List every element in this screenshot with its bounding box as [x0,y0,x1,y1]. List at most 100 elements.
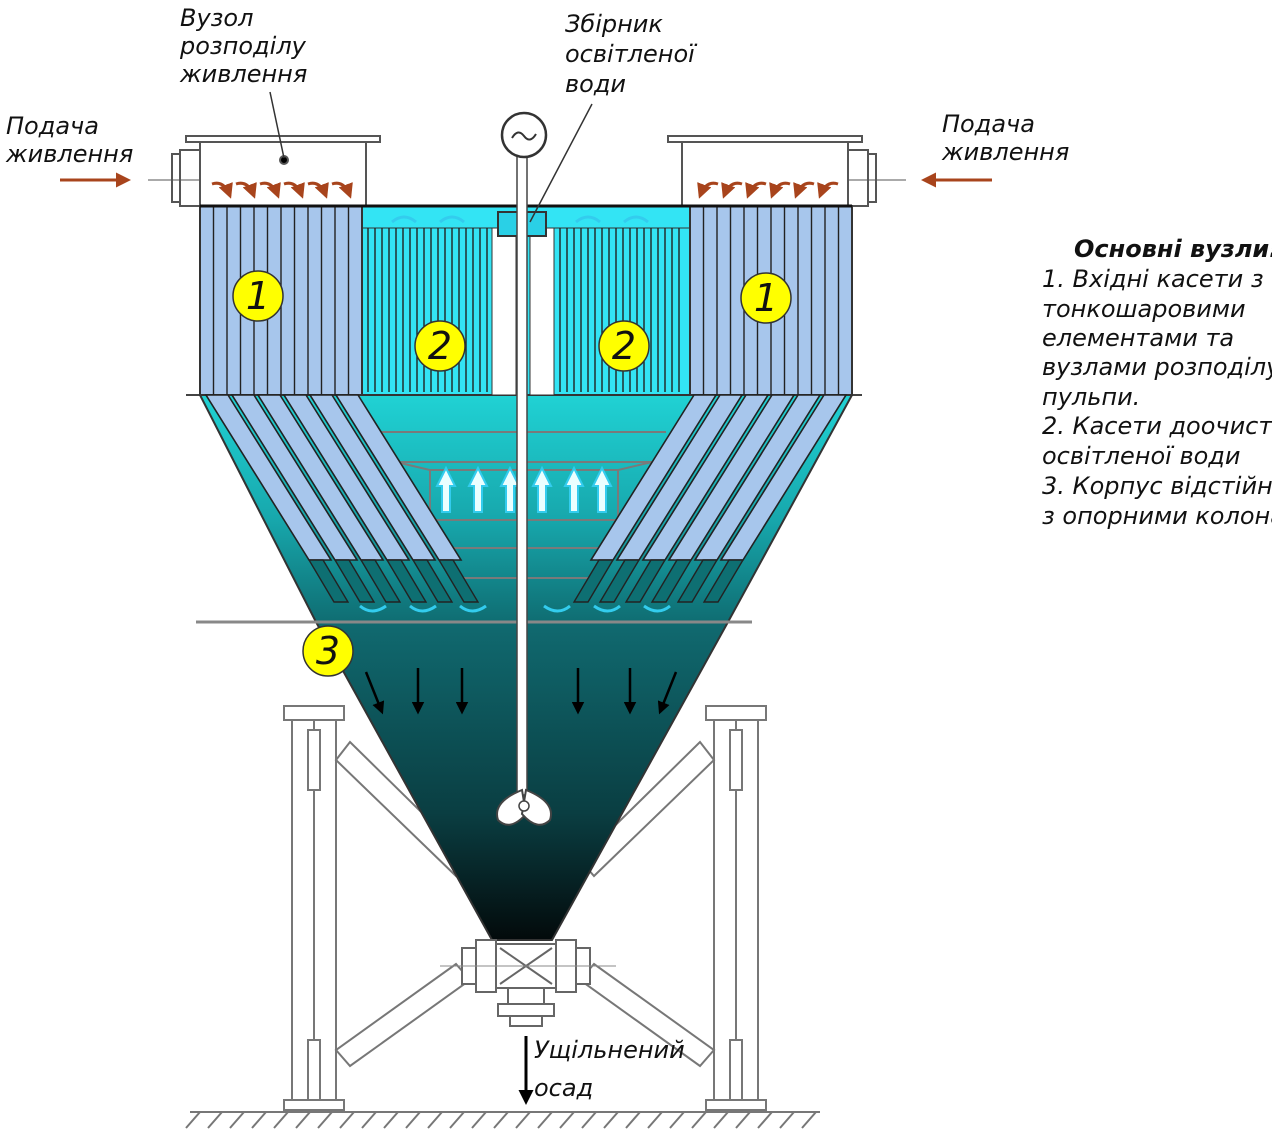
bottom-valve [440,939,616,1027]
inclined-plate-tip [702,559,745,603]
svg-text:2: 2 [612,324,636,368]
feed-curve-arrow [211,181,233,199]
flow-arrow [543,604,571,613]
inclined-plate [282,394,411,561]
inclined-plate-tip [385,559,428,603]
inclined-plate-tip [411,559,454,603]
inclined-plate [334,394,463,561]
feed-curve-arrow [817,181,839,199]
feed-curve-arrow [235,181,257,199]
svg-text:3: 3 [316,629,340,673]
svg-text:Ущільнений: Ущільнений [534,1036,685,1064]
marker-1-left: 1 [232,270,284,322]
upflow-arrow [467,465,489,513]
svg-text:живлення: живлення [179,60,307,88]
feed-curve-arrow [769,181,791,199]
inclined-plate [693,394,822,561]
svg-text:води: води [565,70,626,98]
legend-line: з опорними колонами [1042,502,1272,530]
inclined-plate [641,394,770,561]
flow-arrow [623,215,649,224]
sludge-label: Ущільнений осад [534,1036,685,1102]
upflow-arrow [531,465,553,513]
bottom-flow-arrows [359,215,671,613]
legend-line: вузлами розподілу [1042,353,1272,381]
down-arrow [657,671,678,715]
legend-line: тонкошаровими [1042,295,1246,323]
inclined-plate-tip [437,559,480,603]
legend-line: елементами та [1042,324,1234,352]
inclined-plate-tip [307,559,350,603]
flow-arrow [593,604,621,613]
feed-curve-arrow [793,181,815,199]
legend-line: 2. Касети доочистки [1042,412,1272,440]
svg-text:розподілу: розподілу [179,32,307,60]
legend-line: 3. Корпус відстійника [1042,472,1272,500]
inclined-plate [719,394,848,561]
svg-text:освітленої: освітленої [565,40,698,68]
inclined-plate [308,394,437,561]
inclined-plate [204,394,333,561]
down-arrow [364,671,385,715]
feed-curve-arrow [259,181,281,199]
feed-curve-arrow [745,181,767,199]
svg-text:1: 1 [246,274,270,318]
svg-text:1: 1 [754,276,778,320]
stirrer [496,111,552,826]
svg-text:Подача: Подача [942,110,1035,138]
feed-left-label: Подача живлення [5,112,133,168]
legend: Основні вузли: 1. Вхідні касети з тонкош… [1042,235,1272,530]
upflow-arrow [563,465,585,513]
feed-distribution-arrows-left [211,181,353,199]
feed-node-leader [269,91,285,159]
flow-arrow [459,604,487,613]
upflow-arrows [435,465,613,513]
inclined-plate-tip [359,559,402,603]
legend-line: пульпи. [1042,383,1140,411]
upflow-arrow [435,465,457,513]
svg-text:живлення: живлення [941,138,1069,166]
svg-text:2: 2 [428,324,452,368]
collector-label: Збірник освітленої води [565,10,698,98]
inclined-plate [589,394,718,561]
feed-curve-arrow [721,181,743,199]
svg-text:живлення: живлення [5,140,133,168]
inclined-plates-left [204,394,480,603]
flow-arrow [575,215,601,224]
inclined-plate-tip [572,559,615,603]
sediment-down-arrows [364,668,678,715]
inclined-plate-tip [650,559,693,603]
svg-text:Збірник: Збірник [565,10,663,38]
feed-right-label: Подача живлення [941,110,1069,166]
inclined-plate-tip [333,559,376,603]
marker-2-right: 2 [598,320,650,372]
flow-arrow [643,604,671,613]
inclined-plate-tip [676,559,719,603]
feed-node-label: Вузол розподілу живлення [179,4,307,88]
inclined-plate [230,394,359,561]
marker-1-right: 1 [740,272,792,324]
marker-2-left: 2 [414,320,466,372]
legend-title: Основні вузли: [1074,235,1272,263]
inclined-plates-right [572,394,848,603]
svg-text:осад: осад [534,1074,593,1102]
upflow-arrow [591,465,613,513]
flow-arrow [391,215,417,224]
feed-curve-arrow [697,181,719,199]
ground [185,1111,820,1129]
flow-arrow [409,604,437,613]
inclined-plate-tip [624,559,667,603]
upflow-arrow [499,465,521,513]
flow-arrow [439,215,465,224]
legend-line: 1. Вхідні касети з [1042,265,1264,293]
feed-curve-arrow [307,181,329,199]
feed-distribution-arrows-right [697,181,839,199]
inclined-plate-tip [598,559,641,603]
feed-curve-arrow [331,181,353,199]
svg-text:Подача: Подача [6,112,99,140]
flow-arrow [359,604,387,613]
collector-leader [529,103,593,223]
inclined-plate [615,394,744,561]
marker-3: 3 [302,625,354,677]
